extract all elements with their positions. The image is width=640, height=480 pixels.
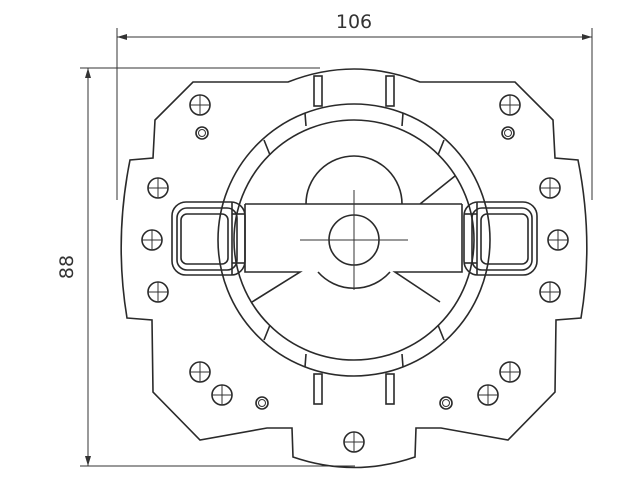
ring-outer <box>217 103 491 377</box>
hole-crosshair-icon <box>141 229 163 251</box>
hole-crosshair-icon <box>499 361 521 383</box>
hole-crosshair-icon <box>147 177 169 199</box>
small-hole-icon <box>255 396 269 410</box>
hole-crosshair-icon <box>539 281 561 303</box>
plate-outline <box>120 68 588 469</box>
hole-crosshair-icon <box>343 431 365 453</box>
left-slider-handle <box>171 201 246 276</box>
arrow-up-icon <box>85 68 91 78</box>
right-slider-handle <box>463 201 538 276</box>
small-hole-icon <box>195 126 209 140</box>
ring-inner <box>233 119 475 361</box>
mounting-holes <box>141 94 569 453</box>
hole-crosshair-icon <box>499 94 521 116</box>
width-dimension: 106 <box>116 11 593 200</box>
small-hole-icon <box>439 396 453 410</box>
arrow-down-icon <box>85 456 91 466</box>
small-holes <box>195 126 515 410</box>
hole-crosshair-icon <box>189 361 211 383</box>
small-hole-icon <box>501 126 515 140</box>
hole-crosshair-icon <box>147 281 169 303</box>
arrow-left-icon <box>117 34 127 40</box>
width-label: 106 <box>336 11 372 33</box>
hole-crosshair-icon <box>539 177 561 199</box>
height-dimension: 88 <box>56 67 355 467</box>
hole-crosshair-icon <box>477 384 499 406</box>
height-label: 88 <box>56 255 78 279</box>
hub-arc-top <box>305 155 403 205</box>
arrow-right-icon <box>582 34 592 40</box>
ring-ticks <box>263 112 445 368</box>
hole-crosshair-icon <box>211 384 233 406</box>
hole-crosshair-icon <box>547 229 569 251</box>
hole-crosshair-icon <box>189 94 211 116</box>
slots <box>313 75 395 405</box>
